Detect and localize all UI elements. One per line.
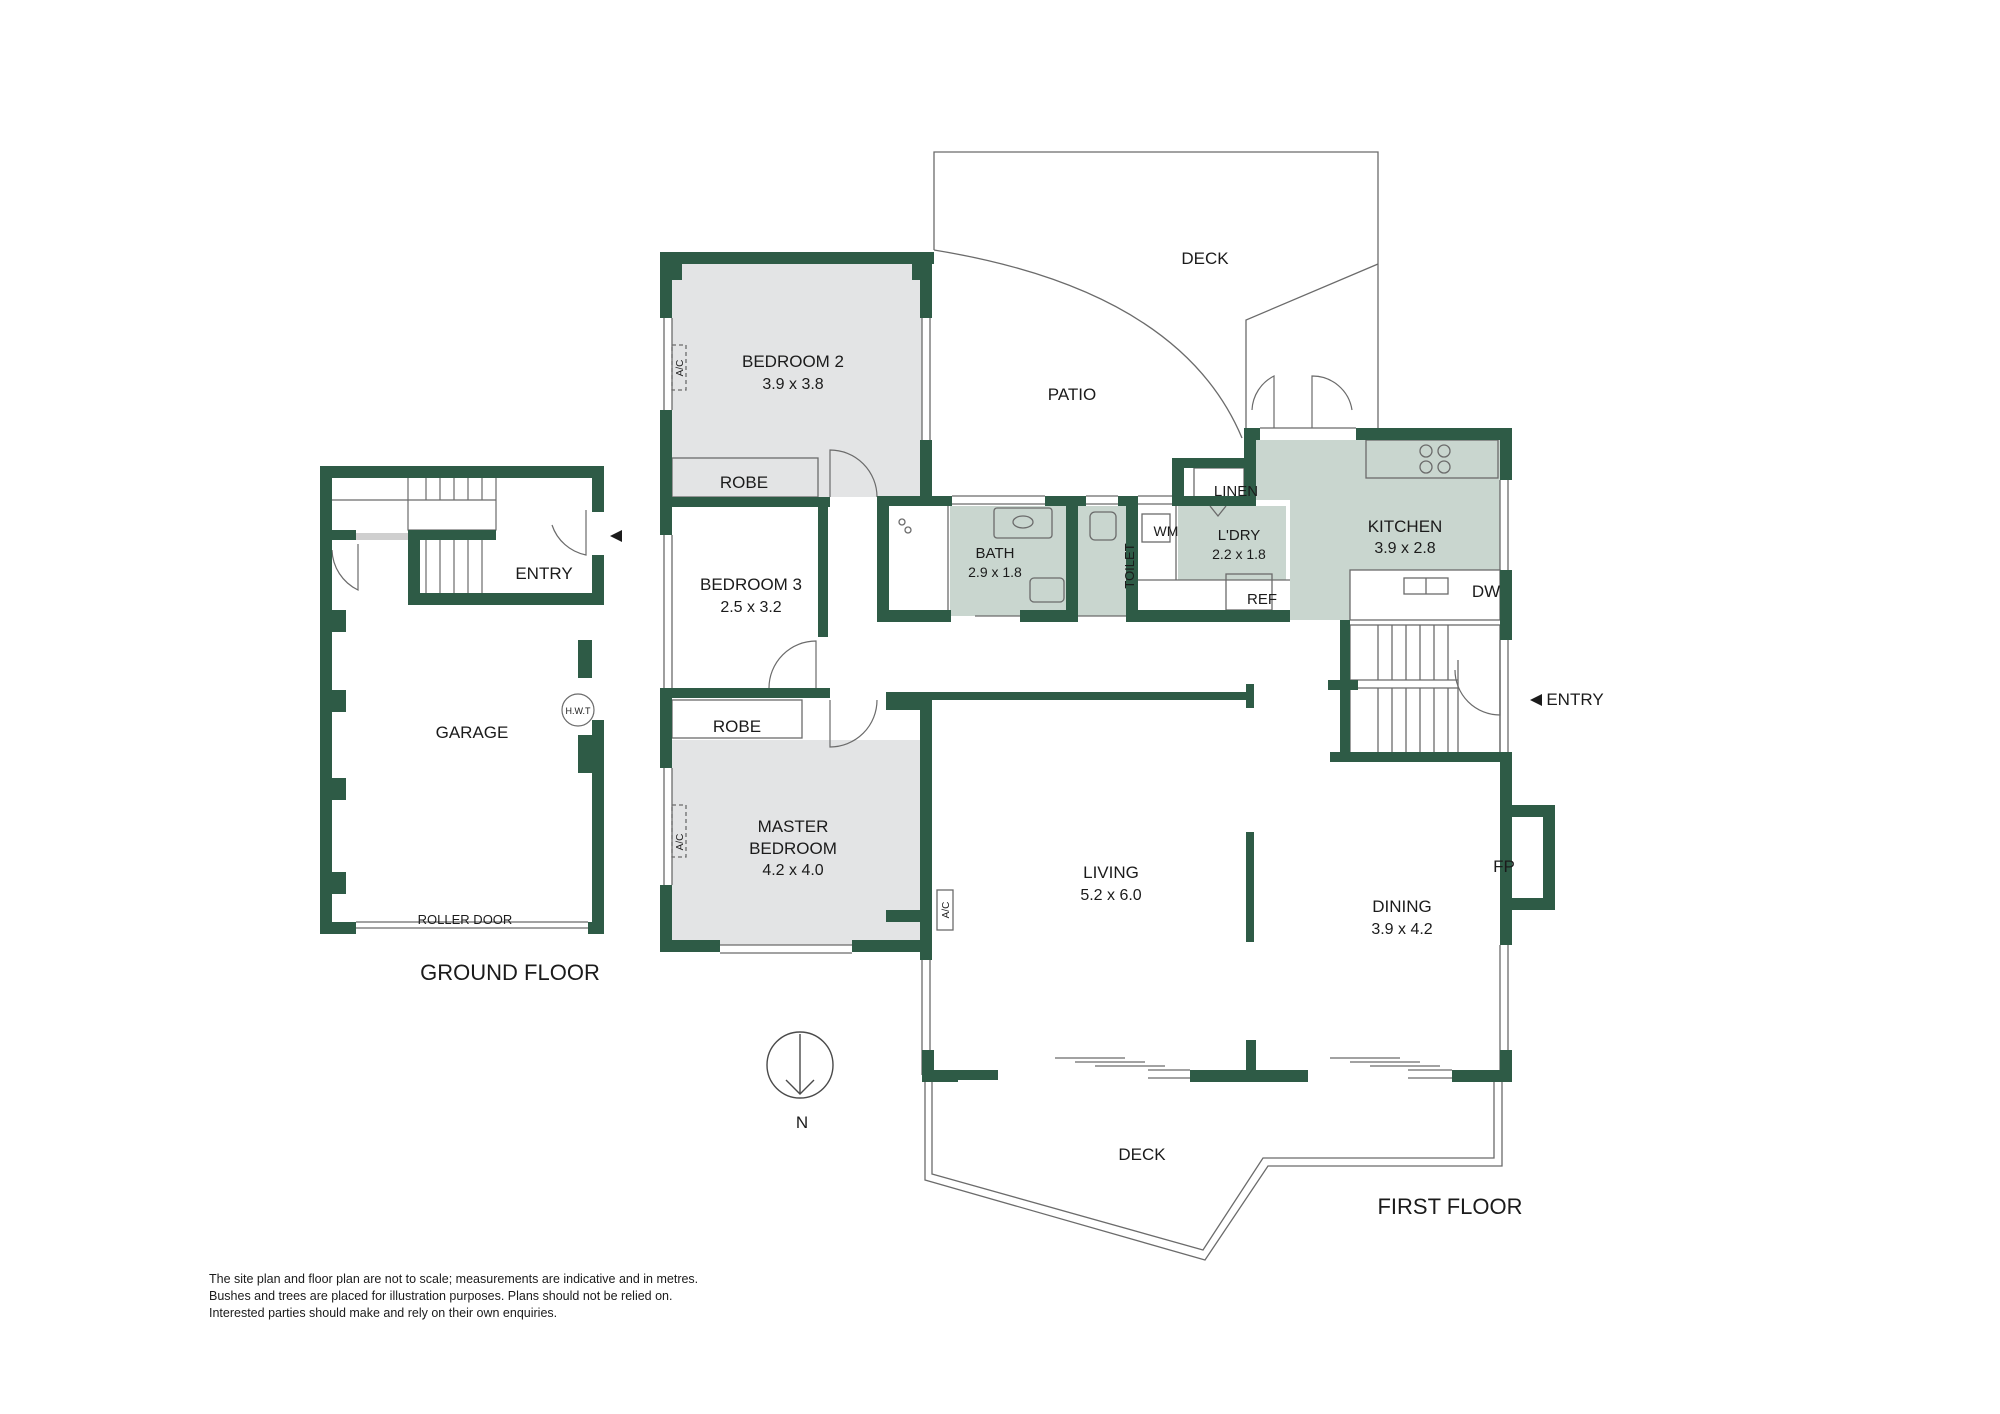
- kitchen-fill: [1256, 440, 1500, 620]
- disclaimer-line3: Interested parties should make and rely …: [209, 1306, 558, 1320]
- toilet-fill: [1078, 506, 1126, 616]
- robe-top-label: ROBE: [720, 473, 768, 492]
- bedroom3-dims: 2.5 x 3.2: [720, 599, 781, 616]
- living-name: LIVING: [1083, 863, 1139, 882]
- entry-first-label: ENTRY: [1546, 690, 1603, 709]
- compass-label: N: [796, 1113, 808, 1132]
- bedroom3-name: BEDROOM 3: [700, 575, 802, 594]
- disclaimer-line1: The site plan and floor plan are not to …: [209, 1272, 699, 1286]
- bath-fill: [950, 506, 1068, 616]
- door-swings: [768, 375, 1501, 748]
- robe-bottom-label: ROBE: [713, 717, 761, 736]
- dw-label: DW: [1472, 582, 1500, 601]
- patio-label: PATIO: [1048, 385, 1097, 404]
- kitchen-name: KITCHEN: [1368, 517, 1443, 536]
- disclaimer-line2: Bushes and trees are placed for illustra…: [209, 1289, 673, 1303]
- ground-floor: [320, 466, 622, 934]
- bedroom2-dims: 3.9 x 3.8: [762, 376, 823, 393]
- ref-label: REF: [1247, 591, 1277, 608]
- entry-arrow-first: [1530, 694, 1542, 706]
- roller-door-label: ROLLER DOOR: [418, 912, 513, 927]
- laundry-name: L'DRY: [1218, 527, 1261, 544]
- ground-floor-title: GROUND FLOOR: [420, 960, 600, 985]
- living-dims: 5.2 x 6.0: [1080, 887, 1141, 904]
- entry-arrow-ground: [610, 530, 622, 542]
- deck-bottom-outline: [924, 1078, 1503, 1261]
- deck-bottom-label: DECK: [1118, 1145, 1166, 1164]
- bath-dims: 2.9 x 1.8: [968, 564, 1022, 580]
- dining-dims: 3.9 x 4.2: [1371, 921, 1432, 938]
- laundry-dims: 2.2 x 1.8: [1212, 546, 1266, 562]
- deck-top-outline: [933, 151, 1379, 439]
- fp-label: FP: [1493, 857, 1515, 876]
- ac-bed2-label: A/C: [675, 360, 686, 377]
- garage-label: GARAGE: [436, 723, 509, 742]
- room-fills: [672, 264, 1500, 945]
- master-dims: 4.2 x 4.0: [762, 862, 823, 879]
- disclaimer: The site plan and floor plan are not to …: [209, 1271, 829, 1322]
- master-name-line1: MASTER: [758, 817, 829, 836]
- kitchen-dims: 3.9 x 2.8: [1374, 540, 1435, 557]
- ac-living-label: A/C: [941, 902, 952, 919]
- toilet-label: TOILET: [1122, 543, 1137, 588]
- master-fill: [672, 740, 922, 945]
- ac-master-label: A/C: [675, 834, 686, 851]
- walls-first-floor: [660, 252, 1555, 1082]
- first-floor-title: FIRST FLOOR: [1377, 1194, 1522, 1219]
- deck-top-label: DECK: [1181, 249, 1229, 268]
- ground-entry-label: ENTRY: [515, 564, 572, 583]
- master-name-line2: BEDROOM: [749, 839, 837, 858]
- linen-label: LINEN: [1214, 483, 1258, 500]
- north-arrow-icon: [766, 1031, 834, 1099]
- bedroom2-name: BEDROOM 2: [742, 352, 844, 371]
- bath-name: BATH: [976, 545, 1015, 562]
- hwt-label: H.W.T: [566, 706, 591, 716]
- laundry-fill: [1178, 506, 1286, 580]
- dining-name: DINING: [1372, 897, 1432, 916]
- wm-label: WM: [1154, 523, 1179, 539]
